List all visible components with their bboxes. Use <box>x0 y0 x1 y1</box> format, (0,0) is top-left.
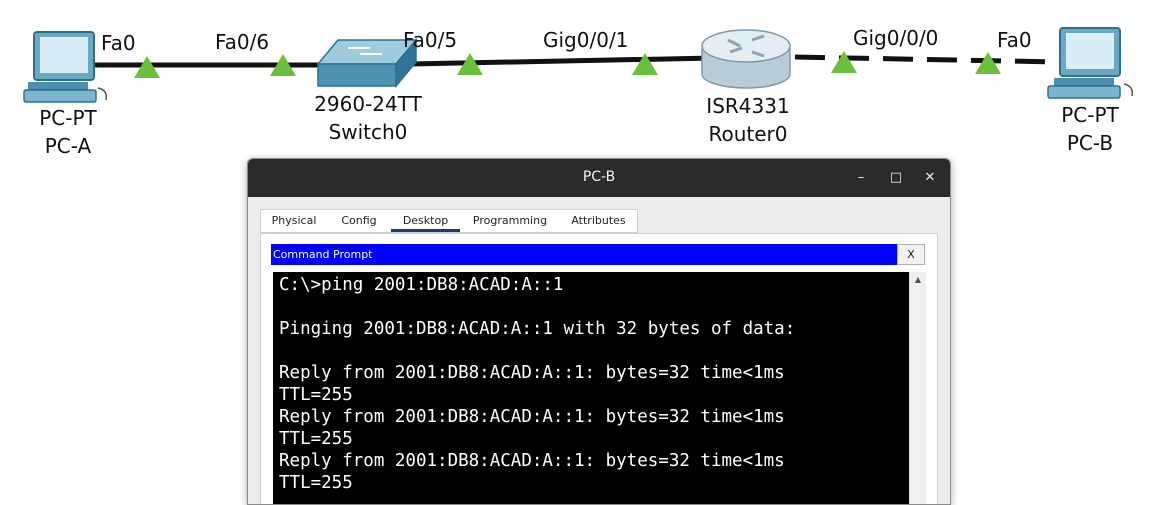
terminal-line: Reply from 2001:DB8:ACAD:A::1: bytes=32 … <box>279 363 785 383</box>
maximize-button[interactable]: □ <box>889 170 903 185</box>
pc-a-icon[interactable] <box>23 31 108 103</box>
tab-bar: Physical Config Desktop Programming Attr… <box>260 209 638 233</box>
network-topology <box>23 27 1134 103</box>
terminal-scrollbar[interactable]: ▲ <box>909 272 926 504</box>
link-switch-router[interactable] <box>409 55 716 67</box>
window-titlebar[interactable]: PC-B – □ ✕ <box>248 159 950 197</box>
port-label-r-gig001: Gig0/0/1 <box>543 28 629 52</box>
port-label-sw-fa06: Fa0/6 <box>215 30 270 54</box>
device-label-pca[interactable]: PC-PT PC-A <box>20 104 116 160</box>
device-label-router[interactable]: ISR4331 Router0 <box>693 92 803 148</box>
minimize-button[interactable]: – <box>857 170 865 185</box>
tab-desktop[interactable]: Desktop <box>391 210 460 232</box>
command-prompt-title: Command Prompt <box>273 248 373 261</box>
terminal-line <box>279 340 909 362</box>
command-prompt-header: Command Prompt <box>271 244 897 265</box>
port-label-sw-fa05: Fa0/5 <box>403 28 458 52</box>
device-name: Switch0 <box>328 120 408 144</box>
pc-b-icon[interactable] <box>1047 27 1134 99</box>
scroll-up-icon[interactable]: ▲ <box>914 275 922 284</box>
device-label-pcb[interactable]: PC-PT PC-B <box>1042 101 1138 157</box>
device-model: PC-PT <box>1061 103 1119 127</box>
device-name: PC-B <box>1066 131 1114 155</box>
port-up-indicator <box>975 52 1001 74</box>
device-model: 2960-24TT <box>314 92 422 116</box>
tab-config[interactable]: Config <box>341 214 377 227</box>
pc-b-window: PC-B – □ ✕ Physical Config Desktop Progr… <box>247 158 951 505</box>
terminal-line: C:\>ping 2001:DB8:ACAD:A::1 <box>279 275 564 295</box>
terminal-output[interactable]: C:\>ping 2001:DB8:ACAD:A::1 Pinging 2001… <box>273 272 909 504</box>
switch0-icon[interactable] <box>316 37 418 89</box>
tab-attributes[interactable]: Attributes <box>571 214 626 227</box>
port-label-r-gig000: Gig0/0/0 <box>853 26 939 50</box>
link-router-pcb[interactable] <box>794 54 1061 65</box>
terminal-line: TTL=255 <box>279 473 353 493</box>
port-up-indicator <box>632 53 658 75</box>
terminal-line: Reply from 2001:DB8:ACAD:A::1: bytes=32 … <box>279 451 785 471</box>
device-name: PC-A <box>44 134 92 158</box>
close-button[interactable]: ✕ <box>924 170 936 185</box>
port-up-indicator <box>457 53 483 75</box>
router0-icon[interactable] <box>701 29 791 89</box>
desktop-panel: Command Prompt X C:\>ping 2001:DB8:ACAD:… <box>260 233 938 504</box>
port-label-pca-fa0: Fa0 <box>101 31 136 55</box>
device-name: Router0 <box>708 122 788 146</box>
tab-physical[interactable]: Physical <box>271 214 317 227</box>
command-prompt-close-button[interactable]: X <box>897 244 925 265</box>
device-label-switch[interactable]: 2960-24TT Switch0 <box>303 90 433 146</box>
port-up-indicator <box>134 56 160 78</box>
window-title: PC-B <box>582 169 616 185</box>
terminal-line: Reply from 2001:DB8:ACAD:A::1: bytes=32 … <box>279 407 785 427</box>
terminal-line: TTL=255 <box>279 385 353 405</box>
tab-programming[interactable]: Programming <box>472 214 548 227</box>
terminal-line <box>279 296 909 318</box>
port-label-pcb-fa0: Fa0 <box>997 28 1032 52</box>
port-up-indicator <box>831 51 857 73</box>
terminal-line: Pinging 2001:DB8:ACAD:A::1 with 32 bytes… <box>279 319 796 339</box>
device-model: PC-PT <box>39 106 97 130</box>
port-up-indicator <box>270 54 296 76</box>
device-model: ISR4331 <box>706 94 790 118</box>
terminal-line: TTL=255 <box>279 429 353 449</box>
